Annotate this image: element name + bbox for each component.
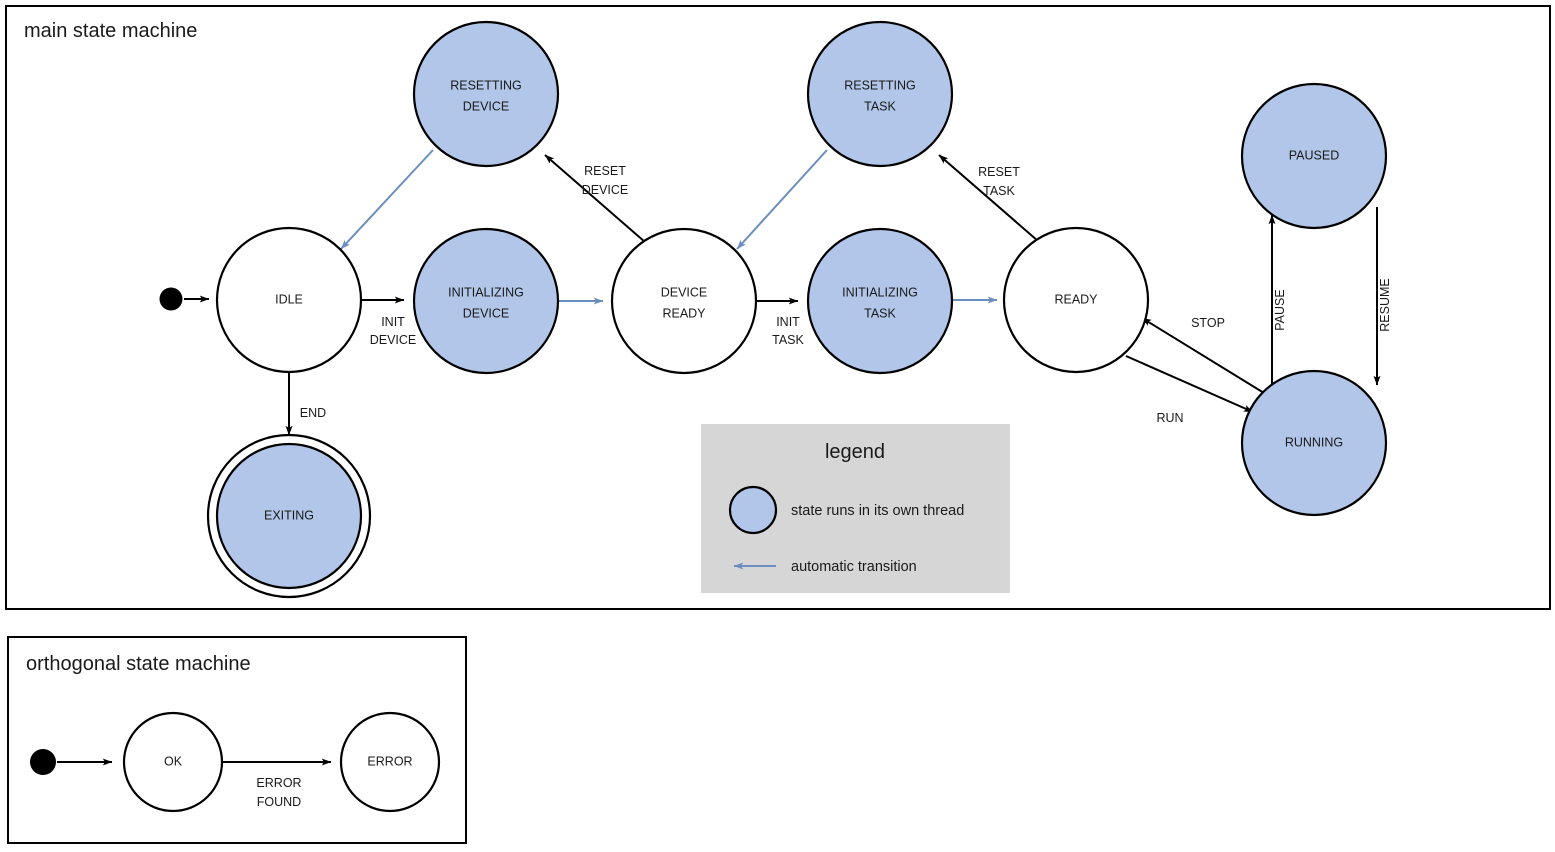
transition-resetting-device-idle-line	[340, 149, 434, 250]
transition-resetting-task-device-ready-line	[736, 149, 828, 250]
state-resetting-device[interactable]: RESETTING DEVICE	[412, 20, 560, 168]
transition-ready-running-line	[1125, 355, 1254, 413]
legend-item-automatic-transition: automatic transition	[733, 559, 917, 575]
transition-running-paused[interactable]: PAUSE	[1268, 214, 1287, 397]
transition-running-ready[interactable]: STOP	[1141, 316, 1265, 394]
state-exiting[interactable]: EXITING	[206, 433, 372, 599]
main-frame-border	[5, 5, 1551, 610]
legend: legend state runs in its own thread auto…	[701, 424, 1010, 593]
initial-state-dot-orthogonal[interactable]	[30, 749, 56, 775]
state-ok[interactable]: OK	[122, 711, 224, 813]
transition-orthogonal-ok-error-label-2: FOUND	[257, 795, 301, 809]
main-states-layer: IDLE RESETTING DEVICE INITIALIZING DEVIC…	[159, 20, 1388, 599]
state-error-label-1: ERROR	[367, 754, 412, 768]
main-frame-title: main state machine	[24, 20, 197, 42]
orthogonal-frame-border	[7, 636, 467, 844]
state-ready[interactable]: READY	[1002, 226, 1150, 374]
state-idle-label-1: IDLE	[275, 292, 303, 306]
state-paused[interactable]: PAUSED	[1240, 82, 1388, 230]
transition-running-ready-line	[1141, 317, 1265, 394]
transition-running-ready-label: STOP	[1191, 316, 1225, 330]
state-initializing-task-circle	[806, 227, 954, 375]
transition-device-ready-initializing-task-label-2: TASK	[772, 333, 804, 347]
transition-paused-running[interactable]: RESUME	[1373, 207, 1392, 386]
transition-idle-initializing-device-label-1: INIT	[381, 315, 405, 329]
state-running-label-1: RUNNING	[1285, 435, 1343, 449]
transition-device-ready-resetting-device-line	[544, 154, 646, 243]
state-initializing-device-label-1: INITIALIZING	[448, 285, 524, 299]
state-paused-label-1: PAUSED	[1289, 148, 1339, 162]
orthogonal-frame-title: orthogonal state machine	[26, 653, 251, 675]
transition-idle-initializing-device[interactable]: INIT DEVICE	[361, 296, 417, 347]
transition-idle-initializing-device-label-2: DEVICE	[370, 333, 417, 347]
state-resetting-task[interactable]: RESETTING TASK	[806, 20, 954, 168]
state-initializing-task[interactable]: INITIALIZING TASK	[806, 227, 954, 375]
orthogonal-states-layer: OK ERROR	[30, 711, 441, 813]
main-transitions-layer: INIT DEVICE END RESET DEVICE INIT TASK	[184, 149, 1392, 436]
transition-ready-running[interactable]: RUN	[1125, 355, 1254, 425]
transition-device-ready-resetting-device[interactable]: RESET DEVICE	[544, 154, 646, 243]
state-ok-circle	[122, 711, 224, 813]
state-running-circle	[1240, 369, 1388, 517]
state-initializing-device[interactable]: INITIALIZING DEVICE	[412, 227, 560, 375]
state-ready-label-1: READY	[1054, 292, 1098, 306]
main-state-machine-frame: main state machine	[5, 5, 1551, 610]
state-initializing-task-label-2: TASK	[864, 306, 896, 320]
state-resetting-device-label-1: RESETTING	[450, 78, 522, 92]
state-idle[interactable]: IDLE	[215, 226, 363, 374]
state-resetting-device-label-2: DEVICE	[463, 99, 510, 113]
legend-title: legend	[825, 441, 885, 463]
transition-orthogonal-ok-error-label-1: ERROR	[256, 776, 301, 790]
state-running[interactable]: RUNNING	[1240, 369, 1388, 517]
state-initializing-device-circle	[412, 227, 560, 375]
legend-thread-state-swatch-icon	[728, 485, 778, 535]
state-exiting-inner-circle	[215, 442, 363, 590]
initial-state-dot-main[interactable]	[159, 287, 183, 311]
state-device-ready-circle	[610, 227, 758, 375]
transition-idle-exiting[interactable]: END	[285, 372, 326, 436]
transition-ready-resetting-task[interactable]: RESET TASK	[938, 154, 1039, 242]
transition-device-ready-resetting-device-label-1: RESET	[584, 164, 626, 178]
state-exiting-label-1: EXITING	[264, 508, 314, 522]
transition-orthogonal-ok-error[interactable]: ERROR FOUND	[222, 758, 332, 809]
state-ready-circle	[1002, 226, 1150, 374]
transition-resetting-device-idle[interactable]	[340, 149, 434, 250]
state-error[interactable]: ERROR	[339, 711, 441, 813]
transition-paused-running-label: RESUME	[1378, 278, 1392, 331]
legend-item-thread-state-label: state runs in its own thread	[791, 503, 964, 519]
orthogonal-transitions-layer: ERROR FOUND	[57, 758, 332, 809]
state-resetting-task-circle	[806, 20, 954, 168]
state-device-ready[interactable]: DEVICE READY	[610, 227, 758, 375]
state-initializing-task-label-1: INITIALIZING	[842, 285, 918, 299]
state-device-ready-label-1: DEVICE	[661, 285, 708, 299]
state-resetting-device-circle	[412, 20, 560, 168]
state-initializing-device-label-2: DEVICE	[463, 306, 510, 320]
transition-running-paused-label: PAUSE	[1273, 289, 1287, 330]
transition-ready-resetting-task-label-2: TASK	[983, 184, 1015, 198]
state-resetting-task-label-1: RESETTING	[844, 78, 916, 92]
orthogonal-state-machine-frame: orthogonal state machine	[7, 636, 467, 844]
transition-device-ready-initializing-task[interactable]: INIT TASK	[756, 297, 805, 347]
legend-item-automatic-transition-label: automatic transition	[791, 559, 917, 575]
state-resetting-task-label-2: TASK	[864, 99, 896, 113]
transition-ready-resetting-task-label-1: RESET	[978, 165, 1020, 179]
transition-device-ready-resetting-device-label-2: DEVICE	[582, 183, 629, 197]
transition-resetting-task-device-ready[interactable]	[736, 149, 828, 250]
legend-item-thread-state: state runs in its own thread	[728, 485, 964, 535]
state-error-circle	[339, 711, 441, 813]
state-paused-circle	[1240, 82, 1388, 230]
state-ok-label-1: OK	[164, 754, 183, 768]
transition-device-ready-initializing-task-label-1: INIT	[776, 315, 800, 329]
transition-ready-running-label: RUN	[1156, 411, 1183, 425]
transition-ready-resetting-task-line	[938, 154, 1039, 242]
transition-idle-exiting-label: END	[300, 406, 326, 420]
state-device-ready-label-2: READY	[662, 306, 706, 320]
state-idle-circle	[215, 226, 363, 374]
